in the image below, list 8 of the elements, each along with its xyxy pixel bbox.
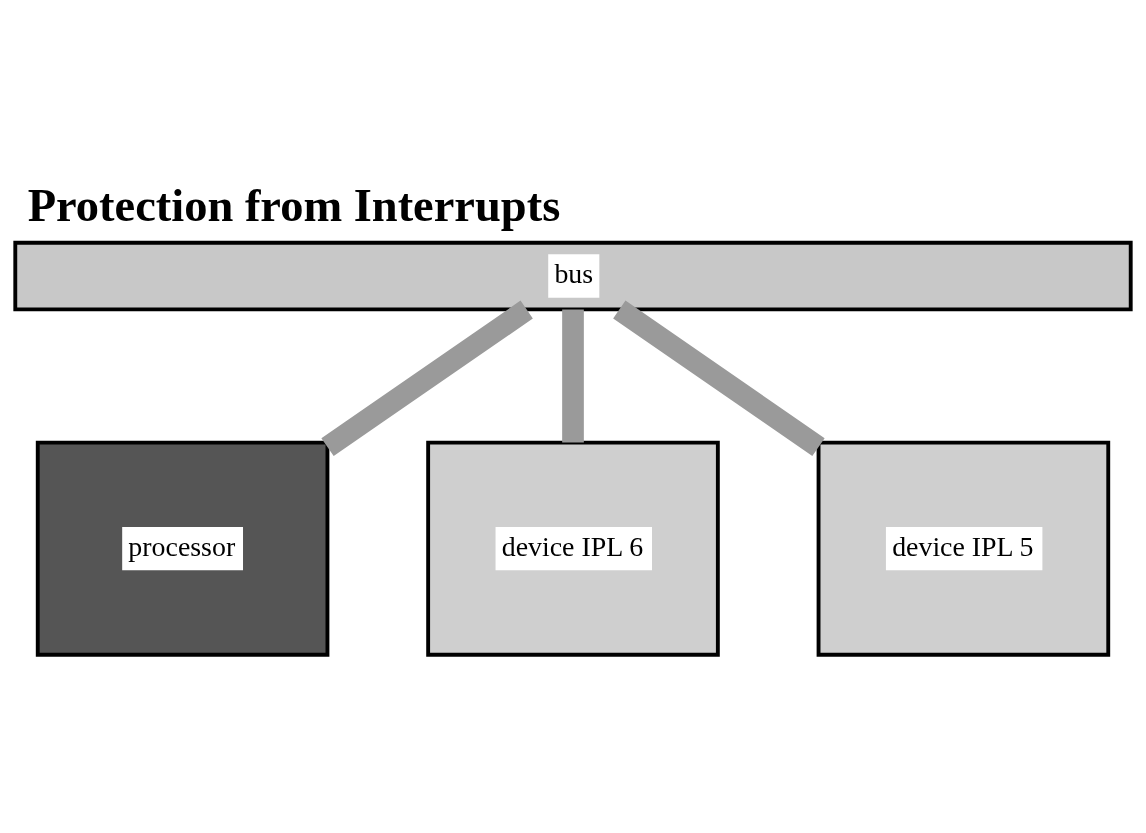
node-box: device IPL 6 — [426, 440, 720, 657]
connector — [613, 300, 825, 456]
node-box: bus — [13, 240, 1133, 311]
diagram-title: Protection from Interrupts — [27, 179, 561, 231]
node-box: processor — [35, 440, 330, 657]
connector — [562, 309, 584, 443]
node-box: device IPL 5 — [816, 440, 1111, 657]
connector — [321, 300, 533, 456]
